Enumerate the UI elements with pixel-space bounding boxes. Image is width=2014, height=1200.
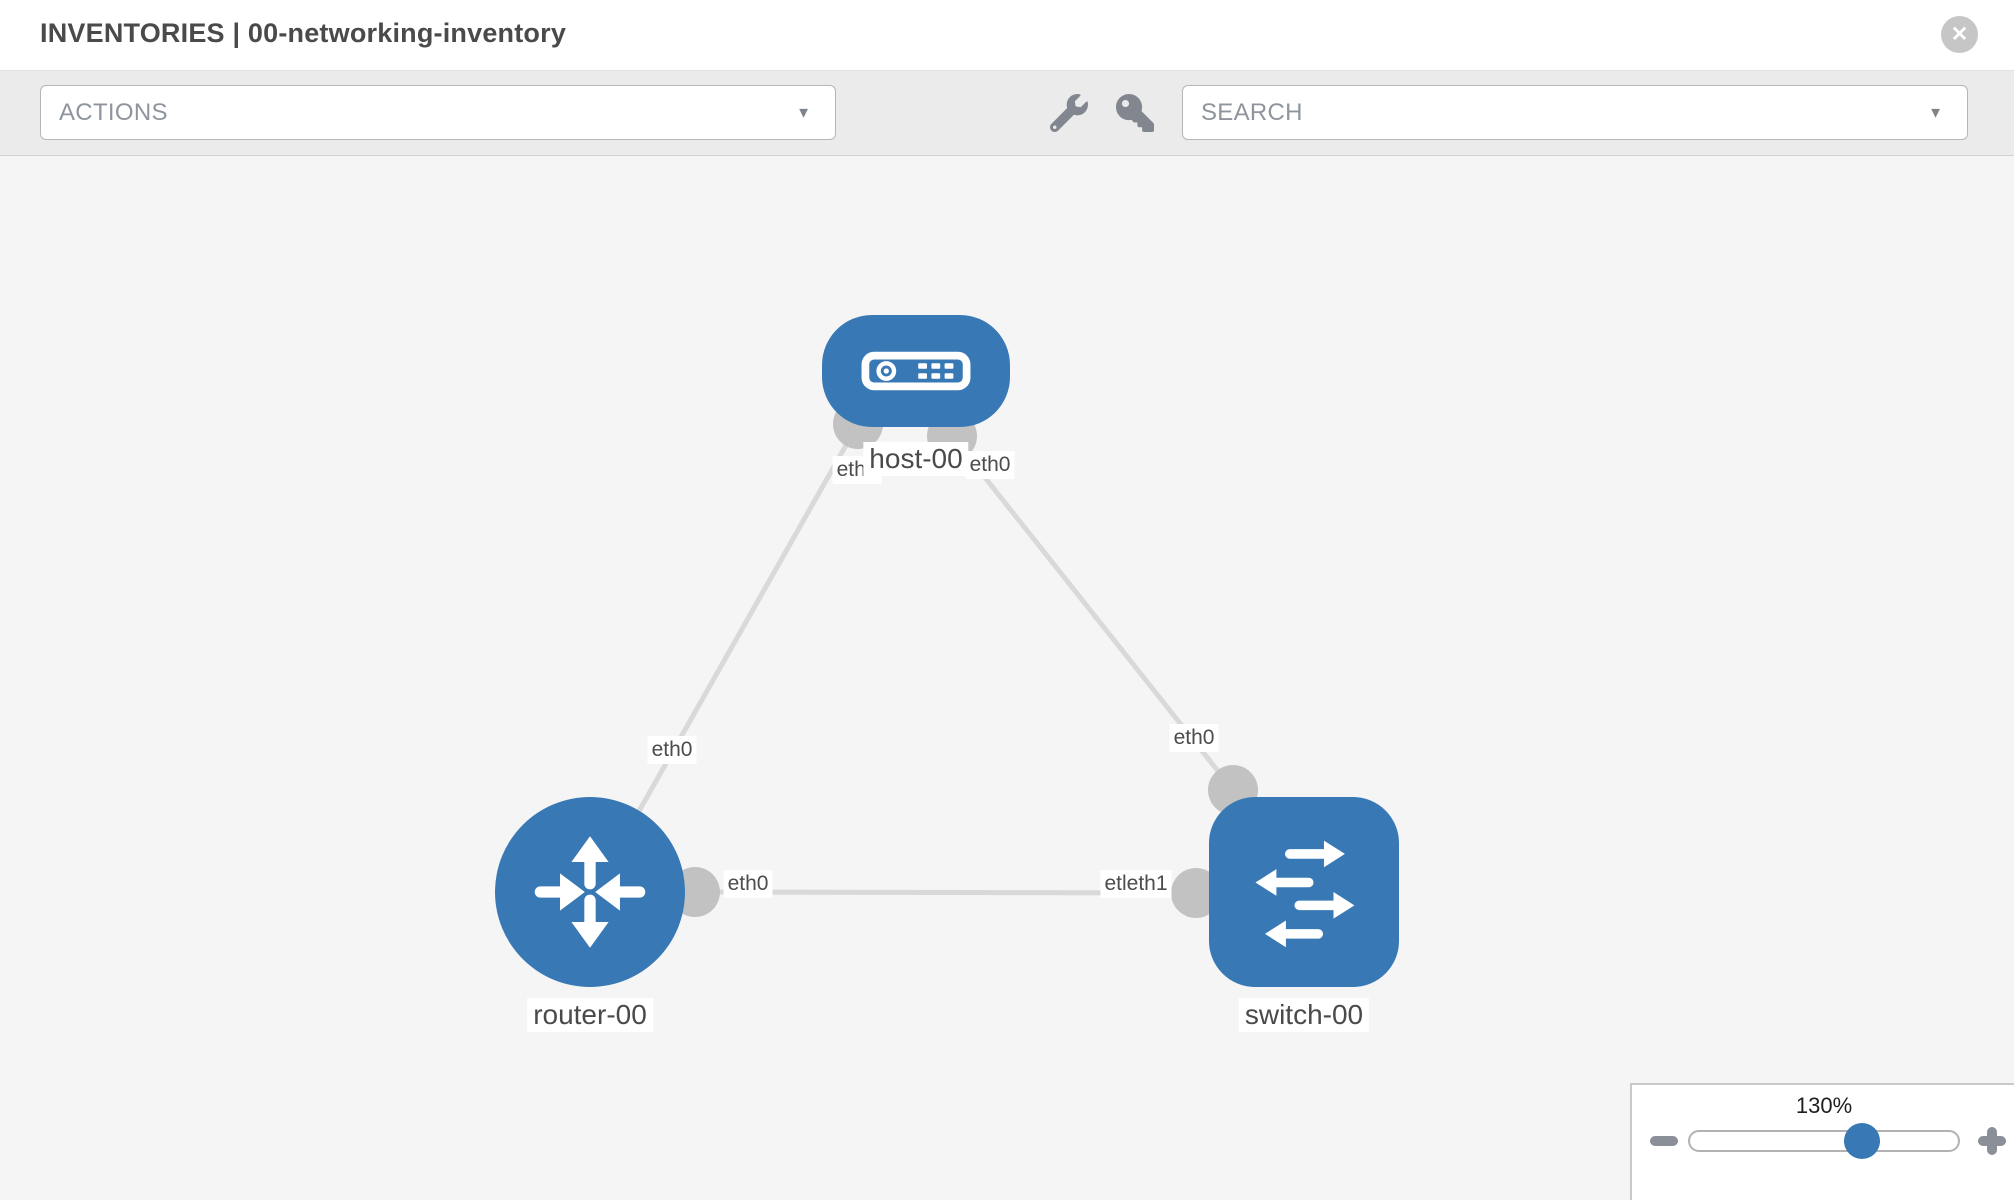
minus-icon zoom-out-button[interactable]: [1650, 1136, 1678, 1146]
search-dropdown[interactable]: SEARCH ▼: [1182, 85, 1968, 140]
close-button[interactable]: ✕: [1941, 16, 1978, 53]
interface-label: eth0: [647, 736, 697, 764]
close-icon: ✕: [1950, 23, 1969, 46]
zoom-slider-handle[interactable]: [1844, 1123, 1880, 1159]
plus-icon zoom-in-button[interactable]: [1978, 1127, 2006, 1155]
node-label-router-00: router-00: [527, 998, 653, 1032]
node-host-00[interactable]: [822, 315, 1010, 427]
wrench-icon[interactable]: [1050, 94, 1088, 132]
page-title: INVENTORIES | 00-networking-inventory: [40, 18, 567, 48]
interface-label: eth0: [723, 870, 773, 898]
topology-canvas[interactable]: host-00 router-00 switch-00 eth0 eth0 et…: [0, 156, 2014, 1200]
links-layer: [605, 399, 1258, 918]
interface-label: etleth1: [1100, 870, 1172, 898]
router-icon: [534, 836, 646, 948]
node-label-host-00: host-00: [863, 442, 969, 476]
switch-icon: [1255, 840, 1355, 948]
chevron-down-icon: ▼: [796, 104, 811, 121]
actions-dropdown-label: ACTIONS: [59, 98, 168, 126]
zoom-level: 130%: [1795, 1093, 1853, 1118]
node-switch-00[interactable]: [1209, 797, 1399, 987]
node-label-switch-00: switch-00: [1238, 998, 1370, 1032]
key-icon[interactable]: [1116, 94, 1154, 132]
interface-connector: [1171, 868, 1221, 918]
toolbar: ACTIONS ▼ SEARCH ▼: [0, 71, 2014, 156]
zoom-slider-track[interactable]: [1688, 1130, 1960, 1152]
chevron-down-icon: ▼: [1928, 104, 1943, 121]
link-host-router[interactable]: [605, 422, 861, 868]
interface-label: eth0: [965, 451, 1015, 479]
host-icon: [861, 351, 971, 391]
node-router-00[interactable]: [495, 797, 685, 987]
zoom-panel: 130%: [1630, 1083, 2014, 1200]
interface-label: eth0: [1169, 724, 1219, 752]
search-dropdown-label: SEARCH: [1201, 98, 1303, 126]
actions-dropdown[interactable]: ACTIONS ▼: [40, 85, 836, 140]
modal-header: INVENTORIES | 00-networking-inventory ✕: [0, 0, 2014, 71]
